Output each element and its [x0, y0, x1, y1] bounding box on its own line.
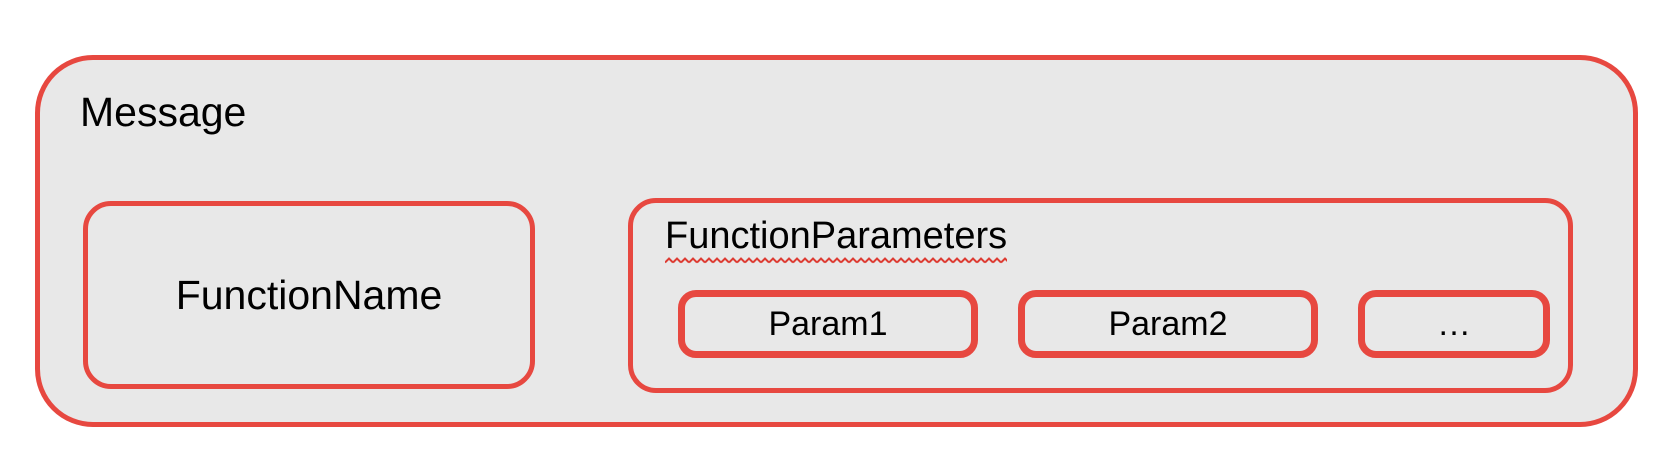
spellcheck-squiggle-underline-icon: [665, 256, 1008, 264]
function-name-box: FunctionName: [83, 201, 535, 389]
param-box-2: Param2: [1018, 290, 1318, 358]
param-1-label: Param1: [768, 304, 888, 343]
param-box-1: Param1: [678, 290, 978, 358]
function-parameters-label: FunctionParameters: [665, 215, 1008, 257]
param-ellipsis-label: …: [1437, 304, 1471, 343]
param-2-label: Param2: [1108, 304, 1228, 343]
function-name-label: FunctionName: [175, 271, 443, 318]
params-row: Param1 Param2 …: [678, 290, 1550, 358]
param-box-ellipsis: …: [1358, 290, 1550, 358]
message-box: Message FunctionName FunctionParameters: [35, 55, 1638, 427]
message-label: Message: [80, 89, 247, 135]
function-parameters-label-wrap: FunctionParameters: [665, 215, 1008, 264]
function-parameters-box: FunctionParameters Param1 Param2: [628, 198, 1573, 393]
